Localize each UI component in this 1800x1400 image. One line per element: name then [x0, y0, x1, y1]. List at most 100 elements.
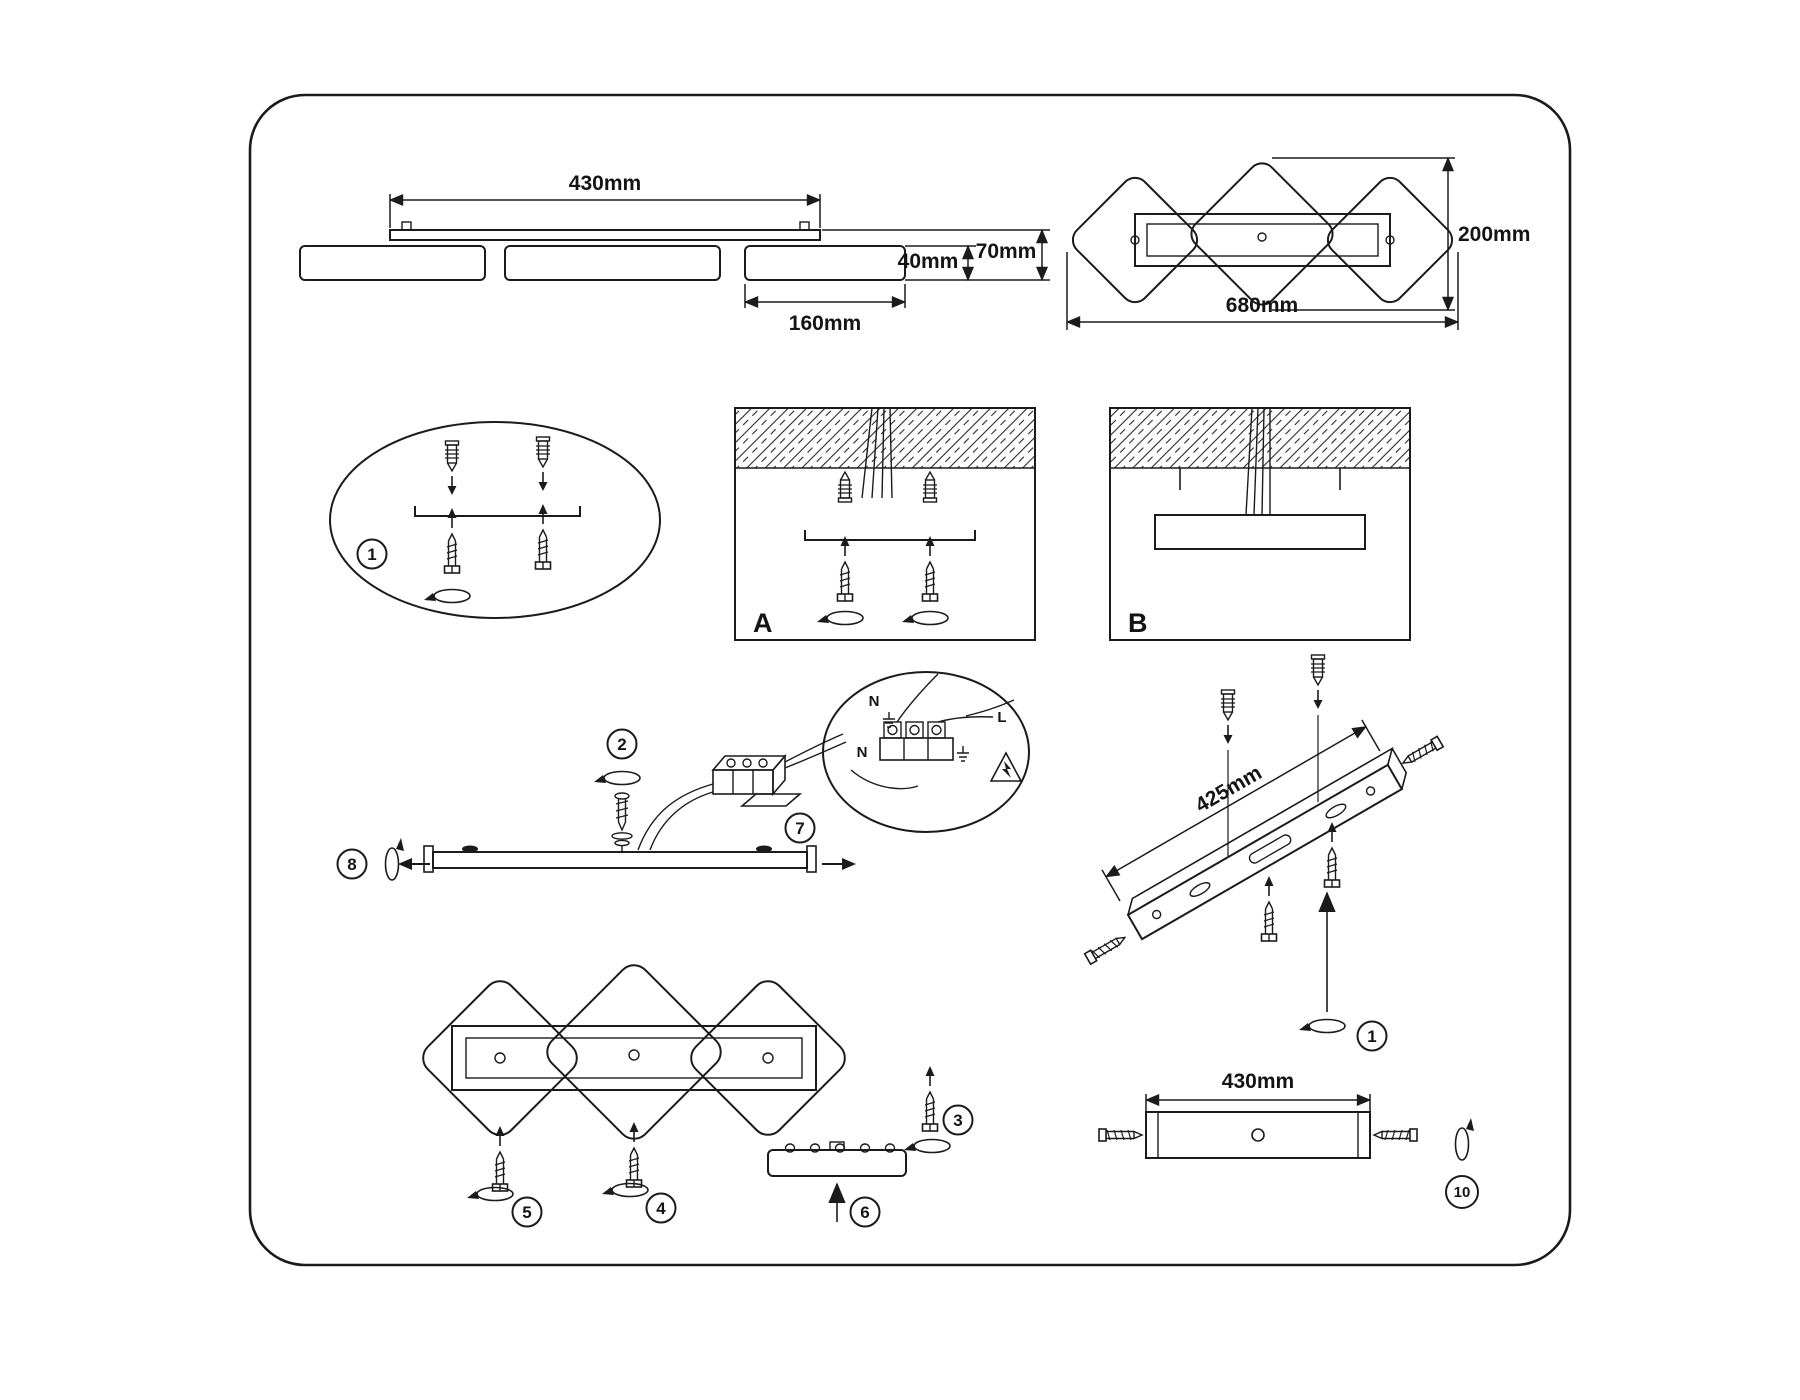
wall-plug-icon	[1311, 655, 1325, 709]
side-screw-icon	[1399, 735, 1444, 770]
led-dot	[628, 1049, 640, 1061]
bracket-hole	[1151, 909, 1162, 920]
detail-oval-outline	[822, 671, 1030, 833]
panel-b-frame	[1109, 407, 1411, 641]
rotate-arrow-icon	[601, 1182, 649, 1198]
step-badge-3: 3	[942, 1104, 974, 1136]
panel-a-frame	[734, 407, 1036, 641]
led-dot	[494, 1052, 506, 1064]
electric-warning-icon	[989, 751, 1023, 782]
bracket-hole	[1365, 786, 1376, 796]
panel-b-diagram: B	[1109, 407, 1411, 641]
wire-l-label: L	[997, 709, 1006, 726]
led-dot	[762, 1052, 774, 1064]
dimension-40: 40mm	[898, 244, 976, 282]
supply-wires	[861, 407, 893, 499]
terminal-block-detail	[879, 721, 954, 761]
screw-icon	[443, 507, 461, 574]
svg-text:7: 7	[795, 819, 804, 838]
rotate-arrow-icon	[1298, 1018, 1346, 1034]
mount-bar-front-inner	[1146, 223, 1379, 257]
wire	[649, 791, 714, 851]
screw-icon	[921, 535, 939, 602]
diamond-ring-right	[1326, 176, 1454, 304]
led-dot	[1257, 232, 1267, 242]
svg-text:6: 6	[860, 1203, 869, 1222]
front-view-diagram: 200mm 680mm	[1065, 156, 1530, 330]
mount-screw-tab	[799, 221, 810, 231]
slide-arrow-left-head	[398, 858, 412, 870]
screw-head	[756, 845, 772, 853]
mount-bracket-perspective: 425mm	[1083, 719, 1444, 965]
bracket-slot	[1325, 803, 1347, 819]
rotate-arrow-icon	[903, 1138, 951, 1154]
dim-label-160: 160mm	[789, 312, 861, 335]
side-screw-icon	[1098, 1128, 1143, 1142]
mount-bracket-profile	[804, 530, 976, 541]
dimension-680: 680mm	[1065, 252, 1460, 330]
rotate-arrow-icon	[384, 837, 405, 881]
wall-plug-icon	[922, 471, 938, 503]
side-screw-icon	[1373, 1128, 1418, 1142]
screw-icon	[836, 535, 854, 602]
wire	[937, 716, 994, 723]
svg-text:3: 3	[953, 1111, 962, 1130]
svg-text:1: 1	[1367, 1027, 1376, 1046]
step-badge-1: 1	[356, 538, 388, 570]
panel-a-label: A	[753, 608, 773, 638]
dim-label-425: 425mm	[1192, 761, 1266, 817]
mount-plate-side	[389, 229, 821, 241]
mount-bar-front-inner	[465, 1037, 803, 1079]
bar-end-flange	[423, 845, 434, 873]
screw-icon	[491, 1125, 509, 1192]
wall-plug-icon	[1221, 690, 1235, 744]
rotate-arrow-icon	[901, 610, 949, 626]
side-screw-icon	[1083, 931, 1129, 965]
wire-n-block-label: N	[857, 744, 868, 761]
dimension-200: 200mm	[1272, 156, 1530, 312]
rotate-arrow-icon	[423, 588, 471, 604]
diamond-ring-left	[422, 980, 578, 1136]
step-badge-2: 2	[606, 728, 638, 760]
svg-text:8: 8	[347, 855, 356, 874]
bar-center-hole	[1251, 1128, 1265, 1142]
dim-label-70: 70mm	[976, 240, 1037, 263]
insulation-plate	[739, 793, 803, 807]
bar-end-flange	[806, 845, 817, 873]
screw-icon	[921, 1065, 939, 1132]
terminal-block	[711, 753, 787, 797]
diamond-ring-center	[1190, 162, 1334, 306]
step1-detail-oval: 1	[329, 421, 661, 619]
wiring-detail-oval: N L N	[822, 671, 1030, 833]
manual-card-border	[248, 93, 1572, 1267]
diamond-ring-right	[690, 980, 846, 1136]
dim-label-200: 200mm	[1458, 223, 1530, 246]
slide-arrow-right-head	[842, 858, 856, 870]
lamp-panel-right-side	[744, 245, 906, 281]
ceiling-hatch	[1110, 408, 1410, 468]
dim-label-430-top: 430mm	[569, 172, 641, 195]
lamp-panel-center-side	[504, 245, 721, 281]
svg-text:1: 1	[367, 545, 376, 564]
screw-icon	[625, 1121, 643, 1188]
wall-plug-icon	[536, 437, 550, 491]
lamp-panel-left-side	[299, 245, 486, 281]
svg-text:10: 10	[1454, 1184, 1471, 1201]
canopy-box	[1154, 514, 1366, 550]
rotate-arrow-icon	[1454, 1117, 1475, 1161]
center-screw-stack	[611, 792, 633, 852]
screw-icon	[534, 503, 552, 570]
bracket-slot	[1248, 834, 1292, 864]
wire	[637, 783, 714, 851]
led-dot	[1130, 235, 1140, 245]
ceiling-hatch	[735, 408, 1035, 468]
svg-text:4: 4	[656, 1199, 666, 1218]
panel-b-label: B	[1128, 608, 1148, 638]
svg-text:2: 2	[617, 735, 626, 754]
dimension-70: 70mm	[822, 228, 1050, 282]
supply-wires	[1245, 407, 1271, 516]
rotate-arrow-icon	[593, 770, 641, 786]
panel-a-diagram: A	[734, 407, 1036, 641]
driver-cover-strip	[767, 1141, 907, 1177]
wire	[784, 741, 847, 769]
